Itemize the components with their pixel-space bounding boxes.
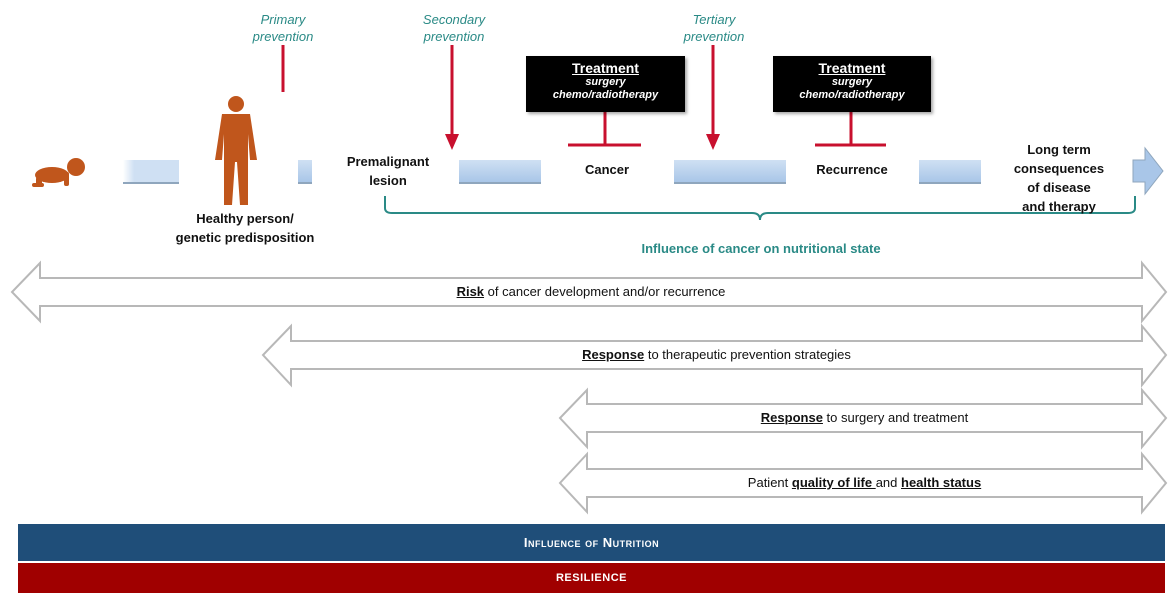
treatment-line-chemo: chemo/radiotherapy: [799, 89, 905, 101]
treatment-title: Treatment: [818, 60, 886, 76]
cancer-label: Cancer: [584, 162, 630, 177]
premalignant-lesion-label: Premalignant lesion: [346, 154, 430, 188]
timeline-segment-2: [298, 160, 312, 184]
treatment-connector-1: [568, 112, 641, 147]
therapeutic-response-text: to therapeutic prevention strategies: [644, 347, 851, 362]
quality-of-life-keyword: quality of life: [791, 475, 876, 490]
treatment-box-2: Treatment surgery chemo/radiotherapy: [773, 56, 931, 112]
treatment-response-arrow-label: Response to surgery and treatment: [587, 410, 1142, 425]
influence-of-nutrition-label: Influence of Nutrition: [523, 535, 660, 550]
treatment-response-text: to surgery and treatment: [822, 410, 969, 425]
treatment-line-surgery: surgery: [585, 76, 626, 88]
resilience-band: RESILIENCE: [18, 563, 1165, 593]
healthy-person-label: Healthy person/ genetic predisposition: [175, 211, 315, 245]
treatment-title: Treatment: [572, 60, 639, 76]
timeline-segment-1: [123, 160, 179, 184]
baby-icon: [32, 158, 85, 187]
influence-brace: [384, 196, 1136, 221]
long-term-consequences-label: Long term consequences of disease and th…: [1013, 142, 1105, 214]
adult-person-icon: [215, 96, 257, 205]
treatment-line-surgery: surgery: [831, 76, 873, 88]
therapeutic-response-arrow-shape: [261, 323, 1168, 388]
quality-prefix: Patient: [747, 475, 792, 490]
influence-of-nutrition-band: Influence of Nutrition: [18, 524, 1165, 561]
treatment-connector-2: [815, 112, 886, 147]
secondary-prevention-label: Secondary prevention: [422, 12, 486, 44]
tertiary-prevention-arrow: [706, 45, 720, 150]
health-status-keyword: health status: [901, 475, 982, 490]
secondary-prevention-arrow: [445, 45, 459, 150]
timeline-arrowhead: [1132, 146, 1164, 196]
recurrence-label: Recurrence: [816, 162, 888, 177]
risk-arrow-label: Risk of cancer development and/or recurr…: [40, 284, 1142, 299]
timeline-segment-5: [919, 160, 981, 184]
risk-text: of cancer development and/or recurrence: [484, 284, 726, 299]
therapeutic-response-arrow-label: Response to therapeutic prevention strat…: [291, 347, 1142, 362]
tertiary-prevention-label: Tertiary prevention: [683, 12, 745, 44]
risk-keyword: Risk: [456, 284, 485, 299]
influence-of-cancer-label: Influence of cancer on nutritional state: [641, 241, 881, 256]
quality-of-life-arrow-shape: [558, 451, 1168, 515]
timeline-segment-3: [459, 160, 541, 184]
treatment-line-chemo: chemo/radiotherapy: [552, 89, 659, 101]
quality-of-life-arrow-label: Patient quality of life and health statu…: [587, 475, 1142, 490]
primary-prevention-label: Primary prevention: [252, 12, 314, 44]
response-keyword: Response: [760, 410, 823, 425]
quality-connector: and: [875, 475, 901, 490]
response-keyword: Response: [582, 347, 645, 362]
treatment-response-arrow-shape: [558, 387, 1168, 450]
timeline-segment-4: [674, 160, 786, 184]
risk-arrow-shape: [10, 260, 1168, 324]
treatment-box-1: Treatment surgery chemo/radiotherapy: [526, 56, 685, 112]
resilience-label: RESILIENCE: [555, 572, 627, 584]
